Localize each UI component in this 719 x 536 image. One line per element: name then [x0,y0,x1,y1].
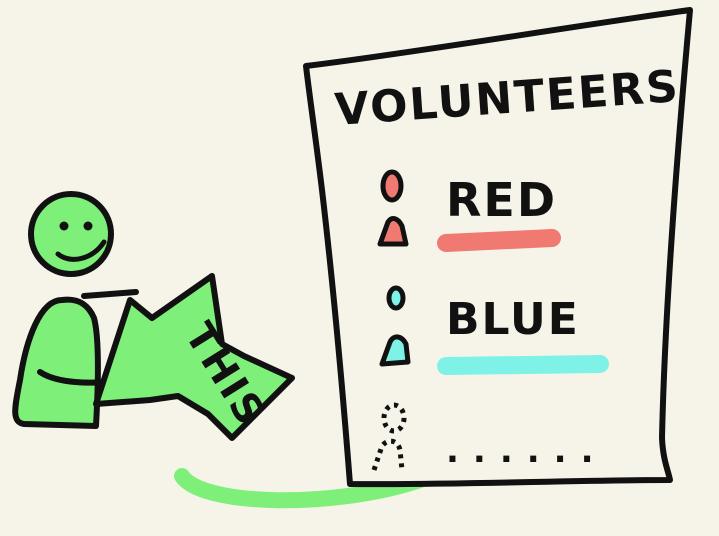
arrow-shape [93,273,295,441]
entry-underline-red [437,229,561,252]
person-icon-head [386,285,406,311]
person-eye-right [83,221,93,231]
list-item-red: RED [377,169,561,252]
person-icon-red [377,169,409,247]
person-icon-head [380,169,404,203]
person-head [28,191,114,277]
person-icon-body [379,334,411,367]
list-item-blue: BLUE [379,285,609,375]
list-item-placeholder: ...... [371,402,608,471]
dotted-person-icon [371,402,407,471]
green-person [12,191,139,429]
entry-underline-blue [437,355,609,375]
entry-label-red: RED [446,173,557,227]
entry-label-blue: BLUE [446,294,580,345]
volunteers-sheet: VOLUNTEERS RED BLUE ...... [303,7,693,488]
person-icon-blue [379,285,411,367]
dotted-head [381,402,407,434]
person-eye-left [59,221,69,231]
person-icon-body [377,216,409,247]
this-arrow: THIS [93,273,295,441]
person-body [12,296,101,429]
dotted-body [371,438,405,471]
person-smile [55,239,107,262]
person-shoulder [81,289,139,299]
placeholder-dots: ...... [446,431,608,471]
